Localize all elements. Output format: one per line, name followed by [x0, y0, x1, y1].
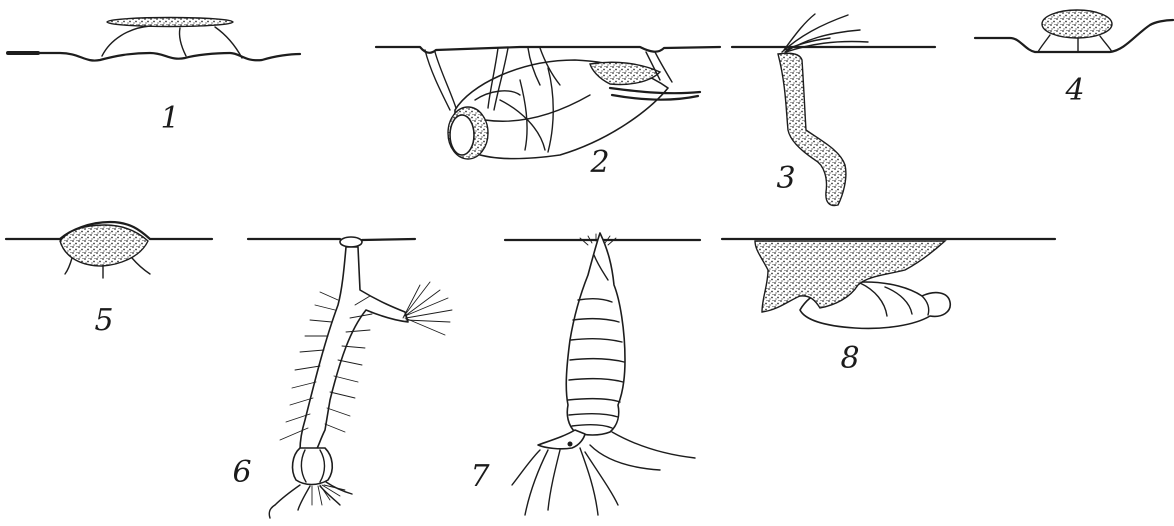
panel-2-drawing: [376, 47, 720, 159]
panel-3-drawing: [732, 14, 935, 205]
panel-8-drawing: [722, 239, 1055, 328]
label-8: 8: [840, 341, 859, 376]
panel-1-drawing: [8, 18, 300, 61]
label-7: 7: [470, 459, 490, 494]
panel-6-drawing: [248, 237, 452, 518]
label-3: 3: [776, 161, 795, 196]
label-5: 5: [94, 303, 113, 338]
panel-4-drawing: [975, 10, 1173, 52]
label-2: 2: [589, 145, 609, 180]
panel-7-drawing: [505, 233, 700, 515]
panel-5-drawing: [6, 222, 212, 278]
label-6: 6: [232, 455, 251, 490]
label-1: 1: [160, 101, 179, 136]
label-4: 4: [1064, 73, 1084, 108]
